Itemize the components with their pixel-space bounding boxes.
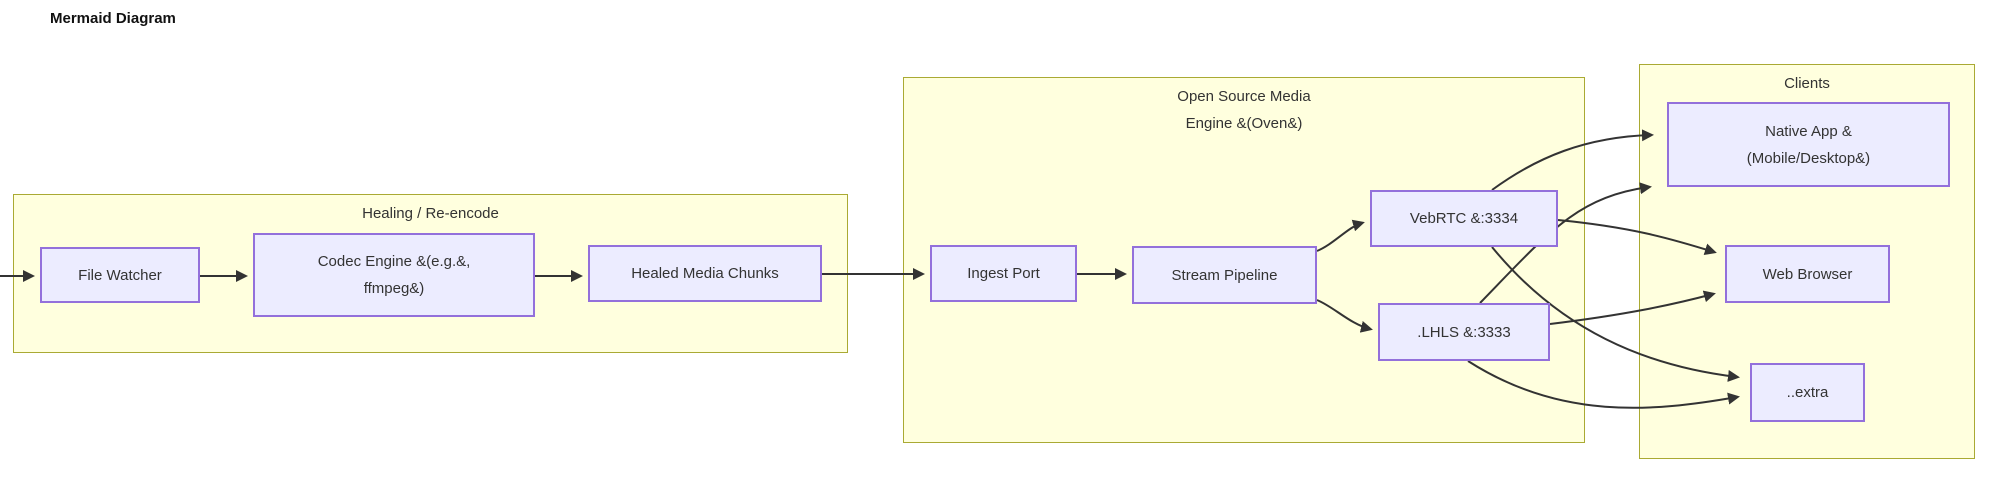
cluster-clients-label: Clients [1784, 75, 1830, 92]
node-stream-pipeline-label: Stream Pipeline [1171, 266, 1278, 284]
edge-webrtc-to-web-browser [1557, 219, 1717, 256]
node-webrtc: VebRTC &:3334 [1370, 190, 1558, 247]
edge-stream-pipeline-to-webrtc [1316, 219, 1365, 252]
node-llhls: .LHLS &:3333 [1378, 303, 1550, 361]
edge-webrtc-to-extra [1491, 246, 1740, 382]
node-healed-chunks: Healed Media Chunks [588, 245, 822, 302]
cluster-engine-label: Open Source Media Engine &(Oven&) [1177, 88, 1311, 132]
node-codec-engine: Codec Engine &(e.g.&, ffmpeg&) [253, 233, 535, 317]
edge-llhls-to-extra [1467, 360, 1740, 409]
node-webrtc-label: VebRTC &:3334 [1409, 210, 1519, 227]
node-stream-pipeline: Stream Pipeline [1132, 246, 1317, 304]
diagram-title: Mermaid Diagram [50, 10, 176, 27]
node-web-browser-label: Web Browser [1762, 265, 1853, 283]
node-ingest-port-label: Ingest Port [967, 265, 1040, 282]
node-ingest-port: Ingest Port [930, 245, 1077, 302]
node-codec-engine-label: Codec Engine &(e.g.&, ffmpeg&) [317, 253, 471, 297]
edge-webrtc-to-native-app [1491, 129, 1654, 191]
node-extra: ..extra [1750, 363, 1865, 422]
cluster-healing-label: Healing / Re-encode [362, 205, 499, 222]
node-file-watcher: File Watcher [40, 247, 200, 303]
edge-stream-pipeline-to-llhls [1316, 299, 1373, 333]
edge-llhls-to-web-browser [1549, 290, 1716, 325]
node-native-app-label: Native App & (Mobile/Desktop&) [1746, 122, 1871, 167]
node-native-app: Native App & (Mobile/Desktop&) [1667, 102, 1950, 187]
node-file-watcher-label: File Watcher [78, 266, 162, 284]
node-llhls-label: .LHLS &:3333 [1417, 323, 1511, 341]
node-web-browser: Web Browser [1725, 245, 1890, 303]
node-healed-chunks-label: Healed Media Chunks [631, 265, 779, 282]
edge-llhls-to-native-app [1479, 182, 1652, 304]
node-extra-label: ..extra [1786, 384, 1829, 401]
